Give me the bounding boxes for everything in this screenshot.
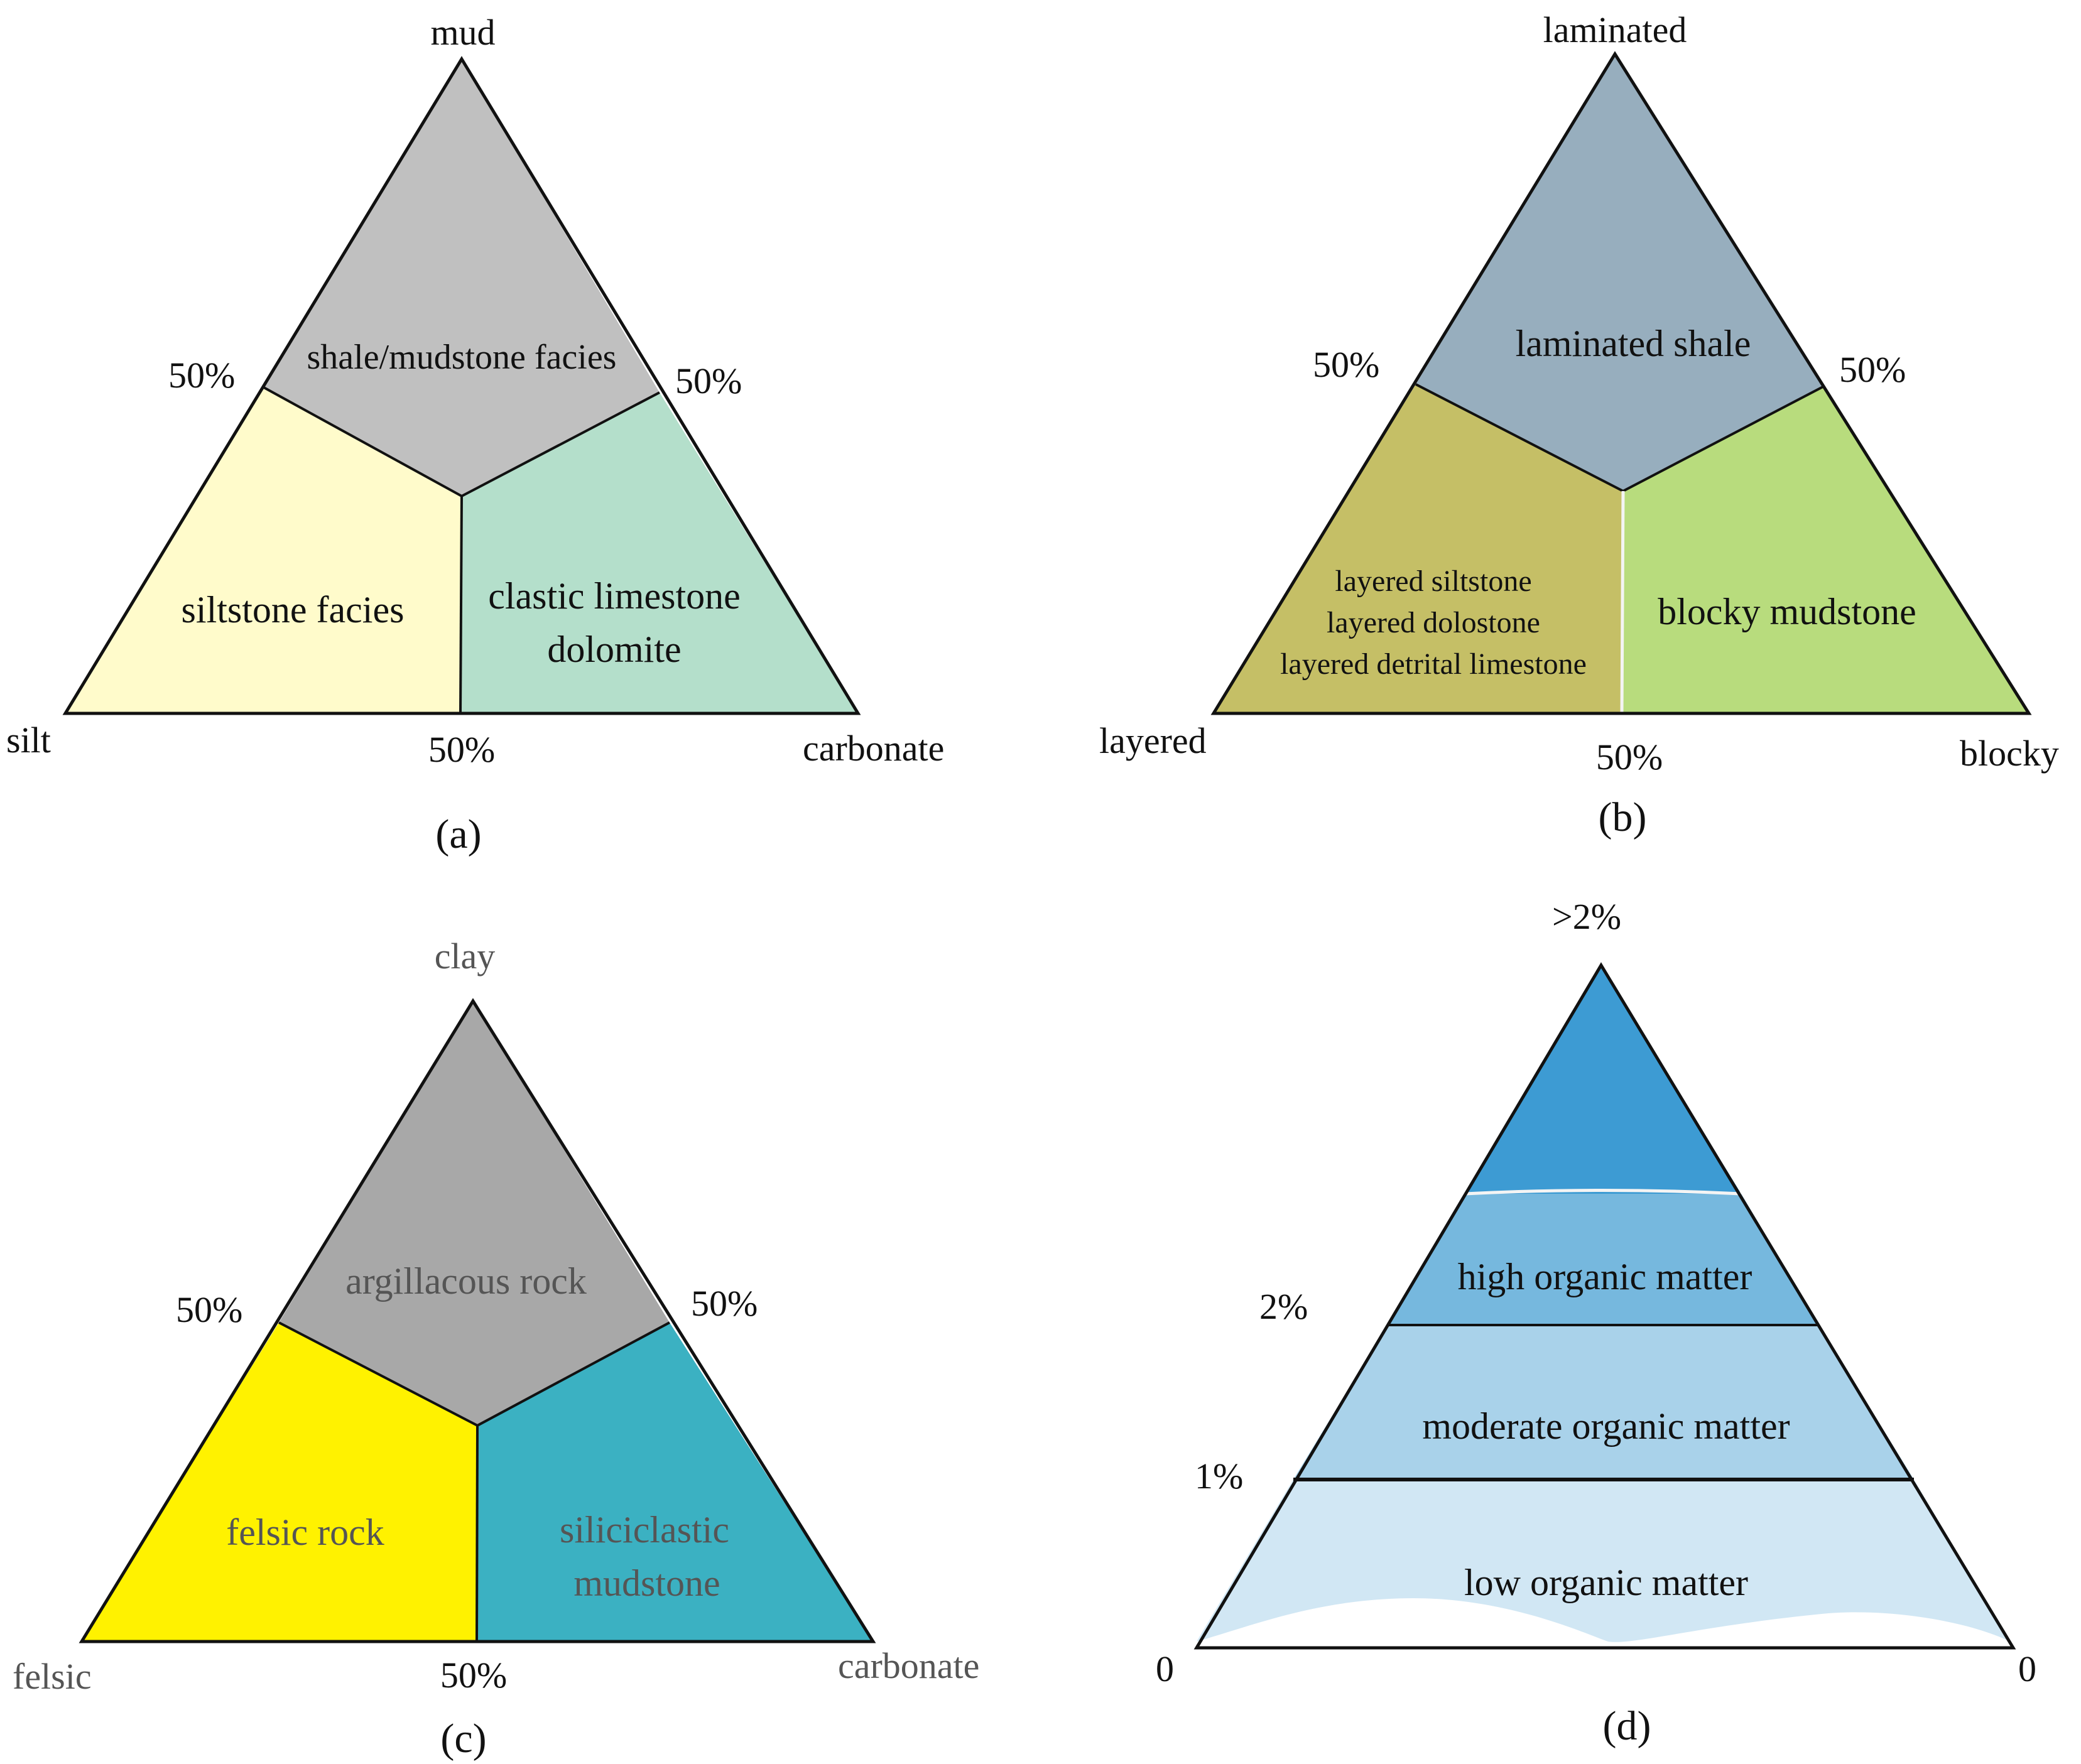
panel-d-zero-left: 0 bbox=[1156, 1648, 1174, 1689]
panel-a-percent-right: 50% bbox=[675, 360, 742, 401]
panel-b-region-layered bbox=[1214, 384, 1623, 713]
panel-a-corner-left: silt bbox=[6, 720, 51, 760]
panel-a-label-siltstone: siltstone facies bbox=[182, 589, 405, 630]
panel-c-corner-left: felsic bbox=[13, 1656, 92, 1697]
panel-a-label-clastic-limestone: clastic limestone bbox=[488, 575, 741, 617]
panel-a-label-shale-mudstone: shale/mudstone facies bbox=[307, 338, 617, 377]
panel-b-corner-right: blocky bbox=[1960, 733, 2059, 774]
panel-d-apex-divider bbox=[1464, 1189, 1742, 1196]
panel-d-level-2pct: 2% bbox=[1259, 1286, 1308, 1327]
panel-b-region-blocky-mudstone bbox=[1622, 387, 2029, 713]
panel-a-corner-right: carbonate bbox=[803, 728, 944, 769]
panel-d-caption: (d) bbox=[1603, 1703, 1651, 1749]
panel-c-percent-left: 50% bbox=[176, 1289, 242, 1330]
panel-c-percent-bottom: 50% bbox=[440, 1655, 507, 1696]
panel-c-label-siliciclastic: siliciclastic bbox=[560, 1509, 729, 1550]
panel-a-region-siltstone bbox=[65, 387, 462, 713]
panel-c-percent-right: 50% bbox=[691, 1283, 758, 1324]
panel-d-triangle-outline bbox=[1193, 962, 2016, 1650]
panel-a-region-clastic-limestone bbox=[460, 392, 858, 713]
panel-b-label-blocky-mudstone: blocky mudstone bbox=[1658, 591, 1916, 632]
panel-c-region-argillacous bbox=[279, 1001, 670, 1426]
panel-c: clay felsic carbonate 50% 50% 50% argill… bbox=[13, 936, 979, 1761]
panel-c-caption: (c) bbox=[440, 1716, 486, 1761]
panel-b-label-laminated-shale: laminated shale bbox=[1516, 323, 1751, 364]
panel-b-percent-left: 50% bbox=[1313, 344, 1379, 385]
panel-d-band-apex bbox=[1465, 965, 1741, 1194]
panel-c-triangle-outline bbox=[79, 998, 876, 1643]
panel-a-vertical-divider bbox=[459, 495, 463, 714]
panel-d-label-low: low organic matter bbox=[1464, 1562, 1748, 1603]
panel-b-label-layered-siltstone: layered siltstone bbox=[1335, 565, 1531, 598]
panel-a-region-shale-mudstone bbox=[264, 59, 660, 496]
panel-d-zero-right: 0 bbox=[2018, 1648, 2036, 1689]
panel-b-triangle-outline bbox=[1210, 51, 2032, 715]
panel-a-label-dolomite: dolomite bbox=[547, 629, 681, 670]
panel-d-label-high: high organic matter bbox=[1458, 1256, 1752, 1297]
panel-d-label-moderate: moderate organic matter bbox=[1422, 1405, 1790, 1447]
panel-b-caption: (b) bbox=[1599, 794, 1647, 840]
panel-a-corner-top: mud bbox=[430, 12, 495, 53]
panel-c-corner-right: carbonate bbox=[838, 1645, 979, 1686]
panel-d-band-low bbox=[1197, 1480, 2010, 1642]
panel-c-label-felsic-rock: felsic rock bbox=[226, 1512, 384, 1553]
panel-b: laminated layered blocky 50% 50% 50% lam… bbox=[1099, 9, 2059, 840]
panel-b-corner-left: layered bbox=[1099, 720, 1207, 761]
panel-a-percent-bottom: 50% bbox=[428, 729, 495, 770]
panel-c-region-felsic bbox=[82, 1323, 477, 1642]
panel-a-triangle-outline bbox=[62, 56, 861, 715]
panel-d-band-moderate bbox=[1293, 1325, 1914, 1480]
panel-c-label-mudstone: mudstone bbox=[573, 1562, 720, 1604]
panel-b-corner-top: laminated bbox=[1543, 9, 1687, 50]
panel-d: >2% 2% 1% 0 0 high organic matter modera… bbox=[1156, 896, 2036, 1749]
panel-d-band-high bbox=[1388, 1194, 1819, 1325]
panel-c-label-argillacous: argillacous rock bbox=[345, 1260, 587, 1302]
panel-b-region-laminated-shale bbox=[1416, 54, 1823, 491]
panel-d-level-1pct: 1% bbox=[1195, 1456, 1243, 1496]
panel-b-label-layered-dolostone: layered dolostone bbox=[1327, 606, 1540, 639]
panel-c-region-siliciclastic bbox=[477, 1323, 873, 1642]
panel-b-percent-bottom: 50% bbox=[1596, 737, 1663, 777]
panel-b-label-layered-detrital-limestone: layered detrital limestone bbox=[1280, 647, 1587, 681]
panel-a-percent-left: 50% bbox=[168, 355, 235, 396]
panel-b-percent-right: 50% bbox=[1839, 349, 1906, 390]
panel-d-top-label: >2% bbox=[1552, 896, 1621, 937]
panel-a: mud silt carbonate 50% 50% 50% shale/mud… bbox=[6, 12, 944, 857]
panel-b-vertical-divider bbox=[1620, 490, 1625, 714]
panel-a-caption: (a) bbox=[435, 811, 481, 857]
panel-c-corner-top: clay bbox=[435, 936, 496, 977]
